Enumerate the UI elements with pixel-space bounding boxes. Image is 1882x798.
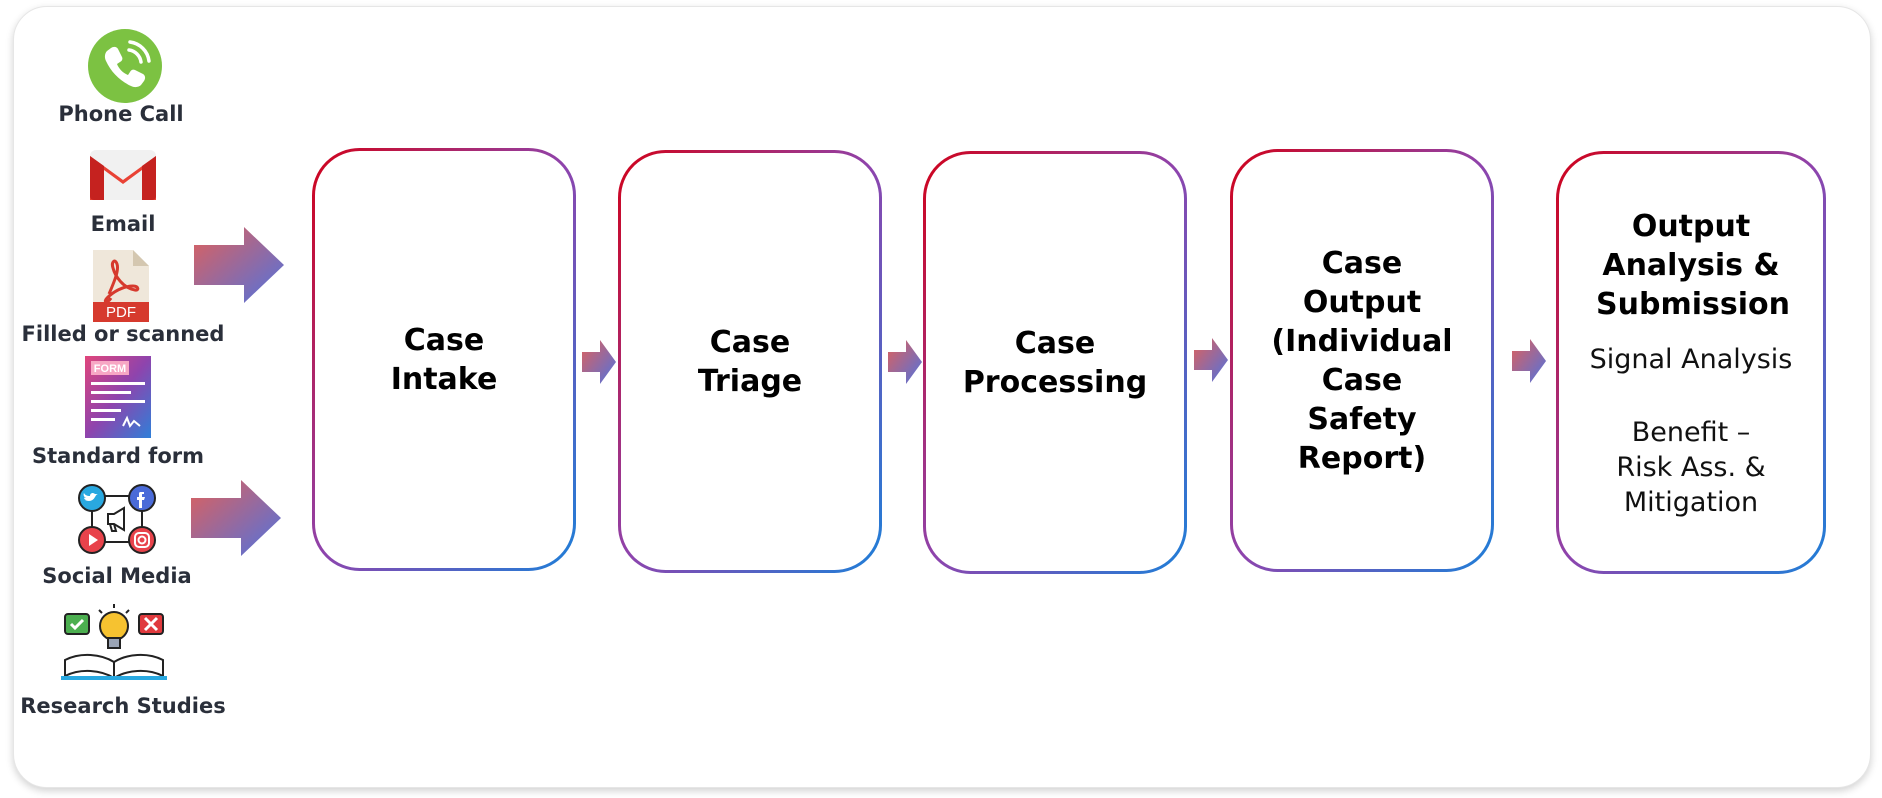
source-email: Email — [13, 150, 233, 240]
pdf-icon: PDF — [93, 250, 149, 322]
stage-title: Case Output (Individual Case Safety Repo… — [1271, 245, 1453, 476]
stage-case-processing: Case Processing — [923, 151, 1187, 574]
social-media-icon — [78, 484, 156, 554]
stage-title: Output Analysis & Submission — [1596, 209, 1790, 322]
source-standard-form: FORM Standard form — [8, 356, 228, 468]
flow-arrow-1 — [582, 340, 616, 384]
stage-case-output: Case Output (Individual Case Safety Repo… — [1230, 149, 1494, 572]
stage-note-signal-analysis: Signal Analysis — [1589, 344, 1793, 375]
form-icon-text: FORM — [94, 363, 126, 375]
source-social-media: Social Media — [7, 480, 227, 590]
flow-arrow-3 — [1194, 338, 1228, 382]
source-research-studies: Research Studies — [13, 604, 233, 724]
source-filled-or-scanned: PDF Filled or scanned — [13, 250, 233, 350]
flow-arrow-2 — [888, 340, 922, 384]
input-arrow-lower — [191, 480, 281, 556]
pdf-icon-text: PDF — [106, 304, 136, 321]
stage-title: Case Intake — [390, 322, 498, 397]
source-label: Phone Call — [58, 102, 184, 126]
research-book-icon — [61, 604, 167, 680]
stage-case-intake: Case Intake — [312, 148, 576, 571]
flow-arrow-4 — [1512, 339, 1546, 383]
form-icon: FORM — [85, 356, 151, 438]
phone-icon — [88, 29, 162, 103]
input-arrow-upper — [194, 227, 284, 303]
stage-output-analysis-submission: Output Analysis & Submission Signal Anal… — [1556, 151, 1826, 574]
source-phone-call: Phone Call — [11, 28, 231, 128]
source-label: Standard form — [32, 444, 204, 468]
stage-title: Case Triage — [697, 324, 803, 399]
source-label: Email — [90, 212, 156, 236]
source-label: Research Studies — [20, 694, 226, 718]
stage-case-triage: Case Triage — [618, 150, 882, 573]
gmail-icon — [90, 150, 156, 200]
stage-title: Case Processing — [962, 325, 1148, 400]
source-label: Filled or scanned — [21, 322, 225, 346]
source-label: Social Media — [42, 564, 192, 588]
stage-note-benefit-risk: Benefit – Risk Ass. & Mitigation — [1616, 417, 1766, 518]
